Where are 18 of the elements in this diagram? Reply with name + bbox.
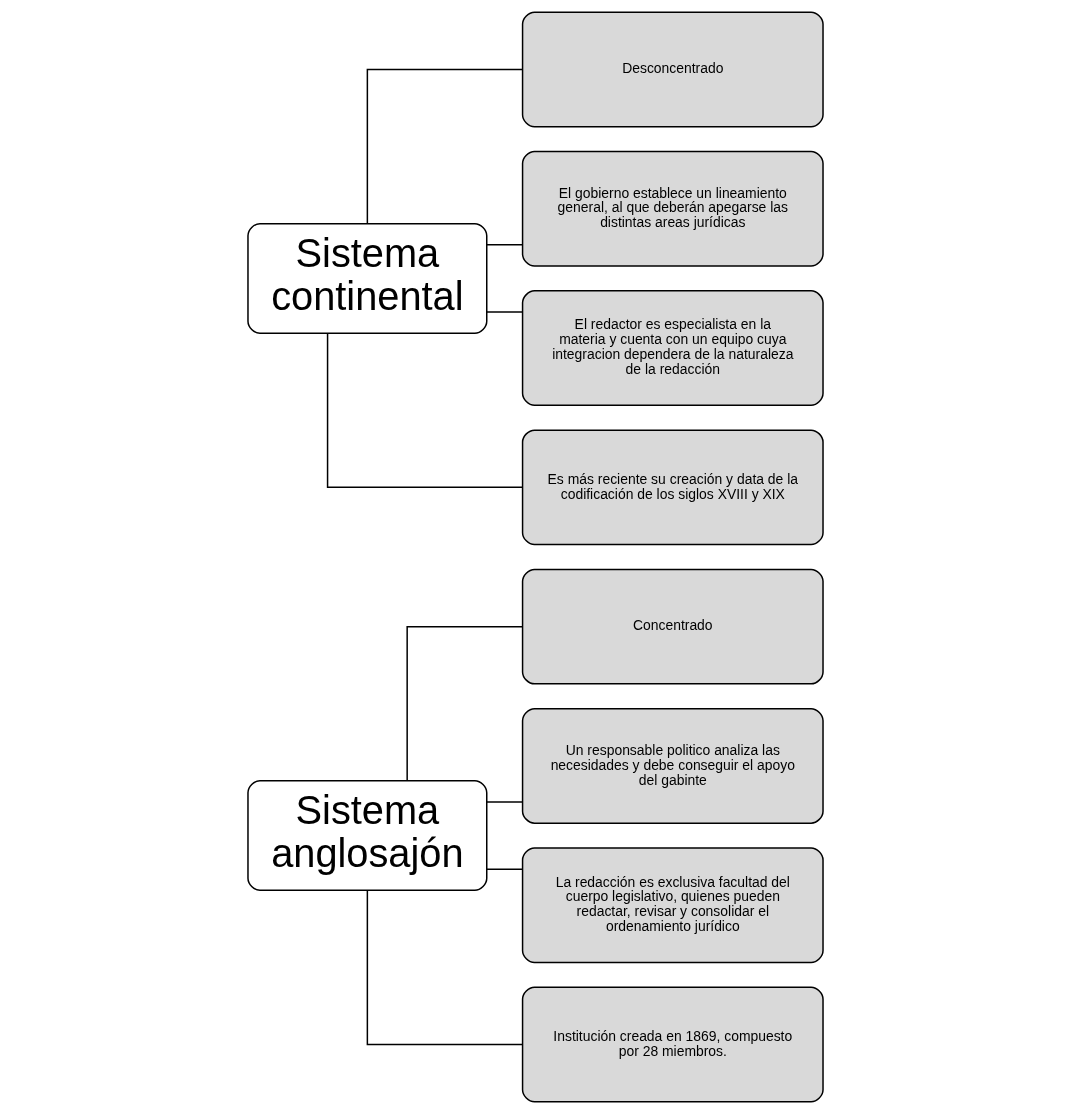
node-box: El gobierno establece un lineamiento general, al que deberán apegarse las distintas areas jurídicas — [521, 150, 824, 267]
connector — [406, 625, 524, 782]
connector — [366, 68, 524, 225]
connector — [486, 311, 524, 313]
node-box: Es más reciente su creación y data de la codificación de los siglos XVIII y XIX — [521, 429, 824, 546]
node-box: El redactor es especialista en la materia y cuenta con un equipo cuya integracion dependera de la naturaleza de la redacción — [521, 290, 824, 407]
node-box: Desconcentrado — [521, 11, 824, 128]
connector — [366, 889, 524, 1046]
connector — [326, 332, 524, 489]
node-box: Institución creada en 1869, compuesto por 28 miembros. — [521, 986, 824, 1103]
connector — [486, 801, 524, 803]
node-box: La redacción es exclusiva facultad del cuerpo legislativo, quienes pueden redactar, revisar y consolidar el ordenamiento jurídico — [521, 847, 824, 964]
connector — [486, 868, 524, 870]
node-box: Un responsable politico analiza las necesidades y debe conseguir el apoyo del gabinte — [521, 707, 824, 824]
node-box: Concentrado — [521, 568, 824, 685]
node-box: Sistema anglosajón — [247, 780, 488, 892]
connector — [486, 244, 524, 246]
node-box: Sistema continental — [247, 222, 488, 334]
